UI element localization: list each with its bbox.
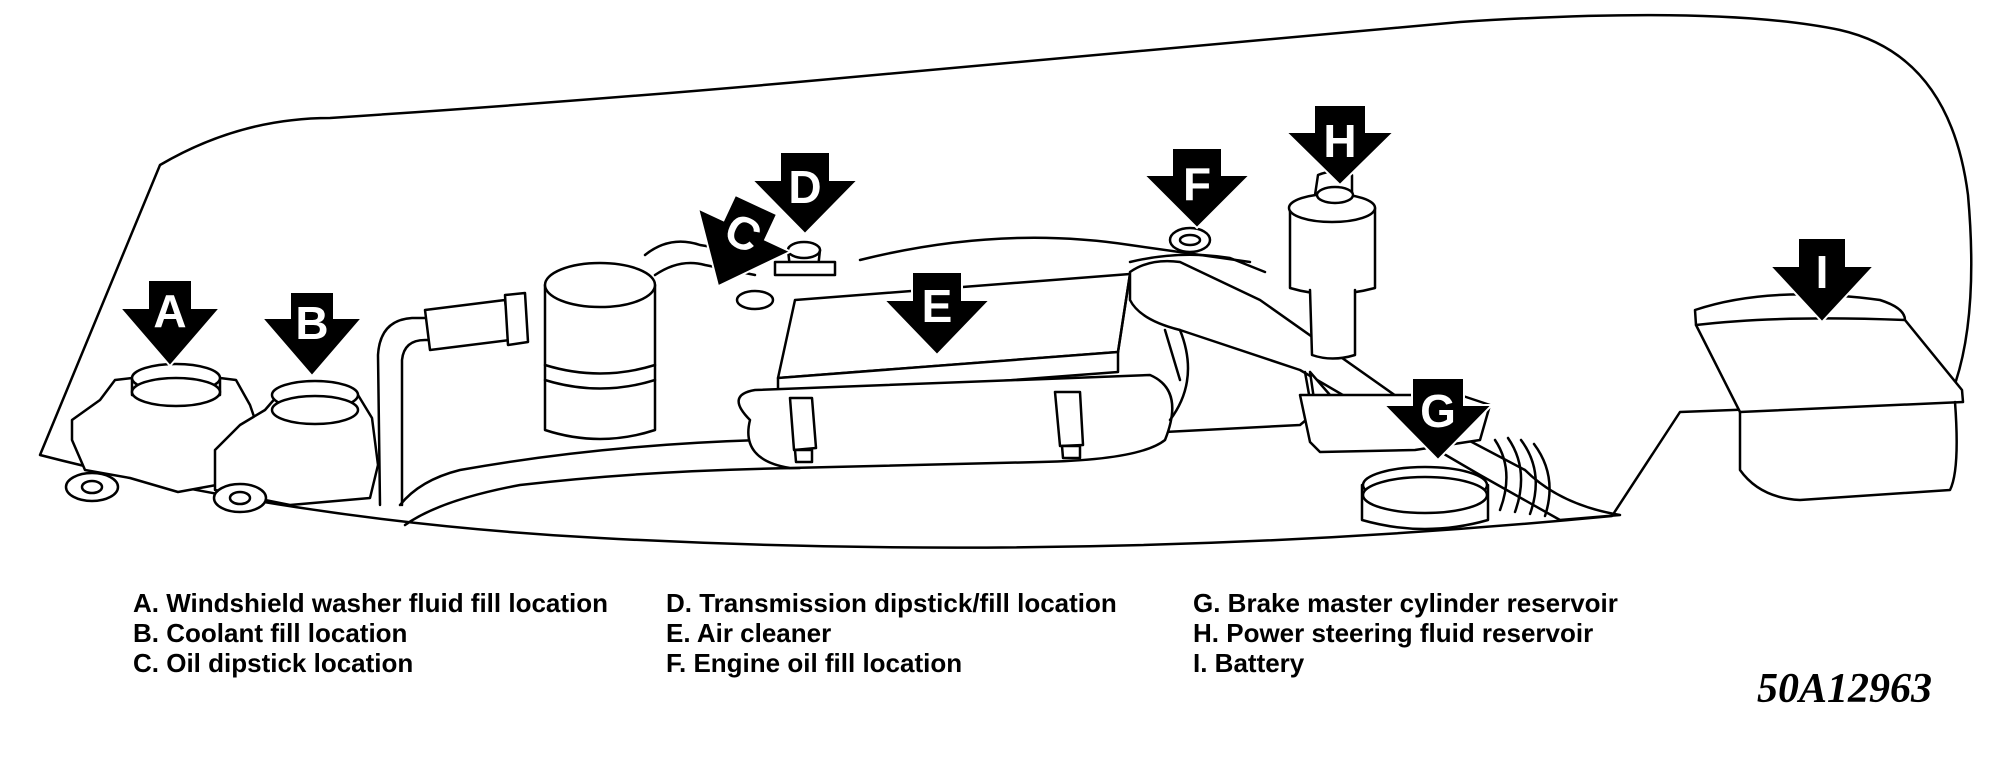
callout-g-letter: G — [1420, 385, 1456, 437]
callout-b: B — [259, 291, 365, 378]
legend-column-2: D. Transmission dipstick/fill location E… — [666, 588, 1117, 678]
callout-i: I — [1767, 237, 1877, 324]
callout-c: C — [696, 193, 793, 288]
legend-item-e: E. Air cleaner — [666, 618, 832, 648]
legend-item-c: C. Oil dipstick location — [133, 648, 414, 678]
legend-item-f: F. Engine oil fill location — [666, 648, 963, 678]
callout-a-letter: A — [153, 285, 186, 337]
legend-item-g: G. Brake master cylinder reservoir — [1193, 588, 1618, 618]
engine-bay-outline — [38, 13, 1973, 549]
legend-item-d: D. Transmission dipstick/fill location — [666, 588, 1117, 618]
callout-h: H — [1283, 104, 1397, 187]
legend-item-i: I. Battery — [1193, 648, 1305, 678]
legend-item-b: B. Coolant fill location — [133, 618, 408, 648]
power-steering-reservoir — [1287, 170, 1377, 360]
callout-e: E — [881, 271, 993, 357]
callout-e-letter: E — [922, 280, 953, 332]
callout-d: D — [749, 151, 861, 236]
transmission-dipstick — [773, 240, 837, 277]
coolant-reservoir — [212, 379, 380, 514]
callout-f-letter: F — [1183, 158, 1211, 210]
figure-id: 50A12963 — [1756, 666, 1932, 712]
vacuum-hose — [376, 316, 442, 507]
legend-item-a: A. Windshield washer fluid fill location — [133, 588, 609, 618]
callout-f: F — [1141, 147, 1253, 230]
callout-h-letter: H — [1323, 115, 1356, 167]
battery — [1693, 293, 1965, 502]
canister — [543, 261, 657, 441]
callout-g: G — [1381, 377, 1495, 462]
callout-d-letter: D — [788, 161, 821, 213]
legend-column-3: G. Brake master cylinder reservoir H. Po… — [1193, 588, 1618, 678]
engine-oil-fill-cap — [1168, 226, 1212, 254]
legend-column-1: A. Windshield washer fluid fill location… — [133, 588, 608, 678]
legend-item-h: H. Power steering fluid reservoir — [1193, 618, 1594, 648]
callout-b-letter: B — [295, 297, 328, 349]
brake-master-cylinder-reservoir — [1360, 465, 1490, 531]
intake-duct — [1128, 259, 1622, 522]
callout-a: A — [117, 279, 223, 368]
callout-i-letter: I — [1816, 246, 1829, 298]
